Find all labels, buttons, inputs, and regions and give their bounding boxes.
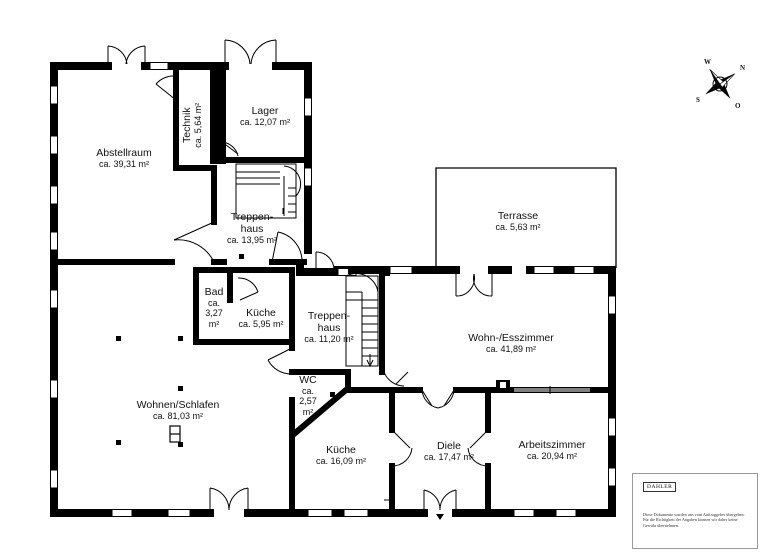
compass-o: O [735,102,741,110]
room-area: ca. 20,94 m² [526,451,578,462]
room-wohn-esszimmer: Wohn-/Esszimmer ca. 41,89 m² [456,332,566,354]
room-treppenhaus-1: Treppen- haus ca. 13,95 m² [214,211,290,245]
room-area-line-1: ca. [207,298,220,309]
room-name: Arbeitszimmer [518,439,586,451]
room-name-line-1: Treppen- [230,211,274,223]
room-name: Abstellraum [96,147,152,159]
room-area-line-3: m² [302,406,314,417]
chimney-icon [169,425,181,443]
room-area: ca. 41,89 m² [485,344,537,355]
stair-arrow-icon [366,354,374,368]
room-bad: Bad ca. 3,27 m² [200,286,228,329]
windows [50,62,616,517]
room-kueche-small: Küche ca. 5,95 m² [232,307,290,329]
room-area: ca. 11,20 m² [304,334,354,345]
room-area: ca. 5,64 m² [192,102,203,148]
disclaimer-text: Diese Dokumente wurden uns vom Auftragge… [643,512,745,528]
brand-logo: DAHLER [643,482,677,492]
room-name: Küche [246,307,276,319]
exterior-walls [50,62,616,517]
room-area: ca. 81,03 m² [152,411,204,422]
room-name: Bad [204,286,224,298]
room-name: Lager [251,105,279,117]
room-name-line-1: Treppen- [307,310,351,322]
room-area: ca. 17,47 m² [423,452,475,463]
room-area: ca. 5,95 m² [238,319,284,330]
room-name: Küche [326,444,356,456]
room-name: Diele [437,440,461,452]
room-area: ca. 16,09 m² [315,456,367,467]
stairs-upper [235,163,302,219]
compass-s: S [696,96,700,104]
compass-n: N [740,64,746,72]
room-area-line-3: m² [208,318,220,329]
room-lager: Lager ca. 12,07 m² [222,105,308,127]
room-technik: Technik ca. 5,64 m² [181,85,203,165]
room-wohnen-schlafen: Wohnen/Schlafen ca. 81,03 m² [118,399,238,421]
room-area: ca. 13,95 m² [226,235,278,246]
room-area: ca. 5,63 m² [495,222,541,233]
stairs-lower [345,272,379,367]
room-wc: WC ca. 2,57 m² [295,374,321,417]
room-name-line-2: haus [240,223,264,236]
room-area-line-2: 2,57 [299,396,317,407]
room-area-line-1: ca. [301,386,314,397]
room-name-line-2: haus [317,322,341,335]
disclaimer-box: DAHLER Diese Dokumente wurden uns vom Au… [632,473,758,549]
room-area: ca. 12,07 m² [239,117,291,128]
compass-w: W [704,58,711,66]
terrace-outline [435,167,617,268]
compass-icon [705,69,735,99]
room-name: Wohnen/Schlafen [136,399,220,411]
room-arbeitszimmer: Arbeitszimmer ca. 20,94 m² [506,439,598,461]
room-terrasse: Terrasse ca. 5,63 m² [480,210,556,232]
room-area-line-2: 3,27 [205,308,223,319]
room-name: Wohn-/Esszimmer [468,332,554,344]
room-name: Terrasse [497,210,539,222]
room-name: WC [299,374,317,386]
room-kueche-large: Küche ca. 16,09 m² [306,444,376,466]
room-area: ca. 39,31 m² [98,159,150,170]
room-abstellraum: Abstellraum ca. 39,31 m² [84,147,164,169]
doors [107,39,493,513]
compass-rose: W N S O [694,58,750,114]
room-name: Technik [180,107,193,144]
room-diele: Diele ca. 17,47 m² [412,440,486,462]
room-treppenhaus-2: Treppen- haus ca. 11,20 m² [294,310,364,344]
